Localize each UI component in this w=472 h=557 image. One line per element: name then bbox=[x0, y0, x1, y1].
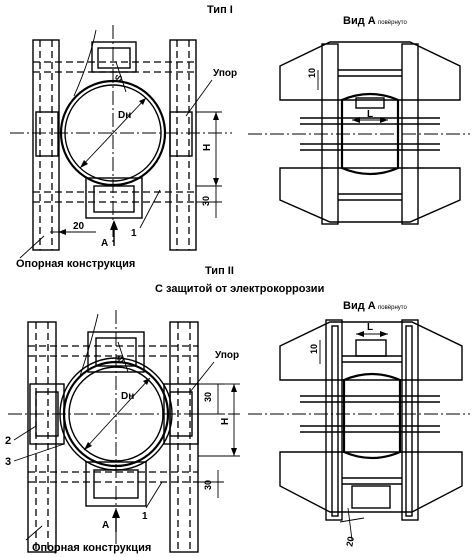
type1-support-beam-left bbox=[32, 39, 60, 251]
type2-clamp-bottom bbox=[85, 461, 147, 507]
type2-support-label: Опорная конструкция bbox=[32, 542, 151, 554]
type1-side-plate-right bbox=[169, 111, 193, 157]
type2-callout-2: 2 bbox=[5, 435, 11, 447]
type2-diameter-label: Dн bbox=[121, 391, 134, 402]
type1-plan-view: Тип I Dн S bbox=[10, 4, 237, 270]
type1-clamp-top bbox=[91, 41, 137, 73]
type2-subtitle: С защитой от электрокоррозии bbox=[155, 283, 324, 295]
type2-view-pipe bbox=[342, 372, 402, 460]
type2-view-beam-bottom bbox=[279, 451, 463, 513]
type1-thickness-label: S bbox=[113, 73, 124, 82]
type2-arrow-label: A bbox=[102, 520, 109, 531]
type1-dim-20: 20 bbox=[73, 221, 85, 232]
type1-view-stop bbox=[355, 97, 385, 109]
type2-thickness-label: S bbox=[115, 354, 126, 363]
type2-height-label: H bbox=[220, 418, 231, 425]
type1-diameter-label: Dн bbox=[118, 110, 131, 121]
type1-view-note: повёрнуто bbox=[378, 20, 407, 26]
type1-view-label: Вид А bbox=[343, 15, 376, 27]
type2-view-beam-top bbox=[279, 321, 463, 381]
type2-dim-10: 10 bbox=[309, 344, 319, 354]
type1-title: Тип I bbox=[207, 4, 233, 16]
type1-stop-label: Упор bbox=[213, 68, 237, 79]
type2-dim-30-bottom: 30 bbox=[203, 480, 213, 490]
type1-callout-1: 1 bbox=[131, 228, 137, 239]
type2-support-beam-left bbox=[27, 321, 57, 553]
type1-view-pipe bbox=[340, 92, 400, 176]
type1-view-beam-bottom bbox=[279, 167, 461, 223]
type2-dim-20: 20 bbox=[344, 536, 356, 548]
type1-support-label: Опорная конструкция bbox=[16, 258, 135, 270]
type1-clamp-bottom bbox=[85, 177, 143, 219]
type1-dim-30: 30 bbox=[201, 196, 211, 206]
type2-plan-view: Dн S Упор 30 H 30 2 3 A bbox=[5, 310, 240, 554]
type2-length-label: L bbox=[367, 322, 373, 333]
type2-dim-30-top: 30 bbox=[203, 392, 213, 402]
type2-view-note: повёрнуто bbox=[378, 305, 407, 311]
type2-callout-1: 1 bbox=[142, 511, 148, 522]
type2-stop-label: Упор bbox=[215, 350, 239, 361]
type1-dim-10: 10 bbox=[307, 68, 317, 78]
type2-title: Тип II bbox=[205, 265, 234, 277]
type1-side-plate-left bbox=[35, 111, 59, 157]
type2-callout-3: 3 bbox=[5, 456, 11, 468]
type1-leader-top bbox=[73, 29, 97, 97]
type1-view-beam-top bbox=[279, 41, 461, 101]
type2-view-a: Вид А повёрнуто L 10 bbox=[248, 300, 470, 547]
type1-height-label: H bbox=[202, 144, 213, 151]
type1-length-label: L bbox=[367, 109, 373, 120]
type1-arrow-label: A bbox=[101, 238, 108, 249]
type1-view-a: Вид А повёрнуто L 10 bbox=[248, 15, 470, 225]
type2-view-label: Вид А bbox=[343, 300, 376, 312]
